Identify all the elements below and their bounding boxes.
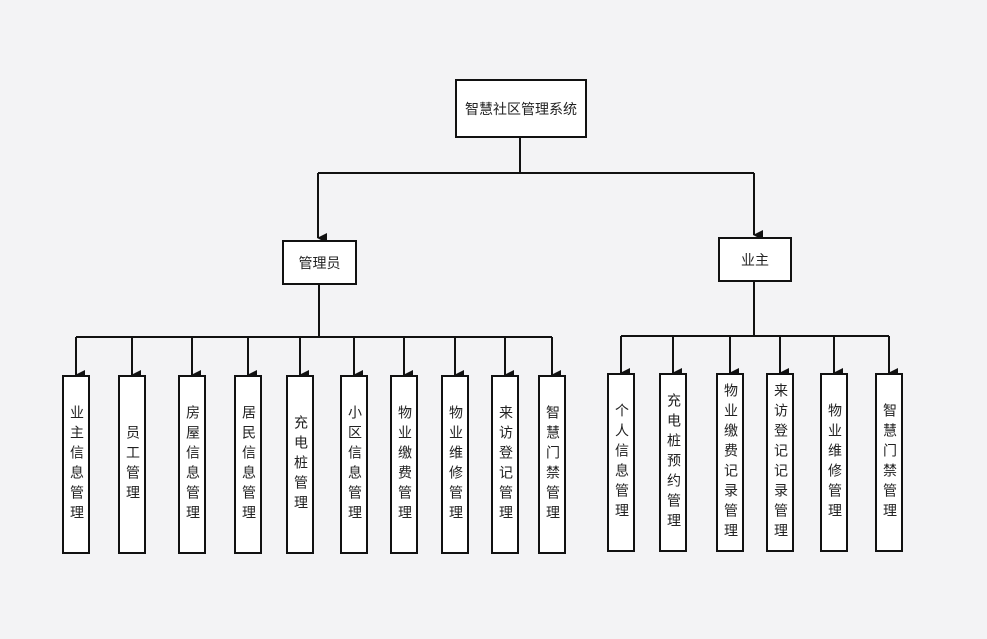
leaf-node: 智慧门禁管理	[538, 375, 566, 554]
leaf-label: 物业缴费管理	[396, 404, 412, 525]
leaf-label: 充电桩预约管理	[665, 392, 681, 533]
branch-node-admin: 管理员	[282, 240, 357, 285]
leaf-label: 物业缴费记录管理	[722, 382, 738, 543]
leaf-node: 个人信息管理	[607, 373, 635, 552]
leaf-label: 居民信息管理	[240, 404, 256, 525]
leaf-label: 个人信息管理	[613, 402, 629, 523]
leaf-label: 充电桩管理	[292, 414, 308, 515]
leaf-node: 来访登记管理	[491, 375, 519, 554]
branch-label: 业主	[741, 252, 769, 269]
leaf-node: 居民信息管理	[234, 375, 262, 554]
leaf-node: 小区信息管理	[340, 375, 368, 554]
leaf-node: 物业维修管理	[820, 373, 848, 552]
leaf-node: 物业缴费记录管理	[716, 373, 744, 552]
branch-label: 管理员	[298, 255, 341, 272]
leaf-label: 物业维修管理	[447, 404, 463, 525]
leaf-node: 来访登记记录管理	[766, 373, 794, 552]
leaf-label: 来访登记记录管理	[772, 382, 788, 543]
leaf-node: 物业缴费管理	[390, 375, 418, 554]
leaf-label: 物业维修管理	[826, 402, 842, 523]
leaf-node: 充电桩管理	[286, 375, 314, 554]
leaf-node: 物业维修管理	[441, 375, 469, 554]
leaf-label: 房屋信息管理	[184, 404, 200, 525]
leaf-label: 智慧门禁管理	[544, 404, 560, 525]
leaf-label: 业主信息管理	[68, 404, 84, 525]
leaf-label: 小区信息管理	[346, 404, 362, 525]
leaf-node: 员工管理	[118, 375, 146, 554]
leaf-label: 来访登记管理	[497, 404, 513, 525]
root-label: 智慧社区管理系统	[465, 101, 577, 118]
leaf-node: 房屋信息管理	[178, 375, 206, 554]
branch-node-owner: 业主	[718, 237, 792, 282]
leaf-node: 智慧门禁管理	[875, 373, 903, 552]
leaf-node: 充电桩预约管理	[659, 373, 687, 552]
leaf-label: 智慧门禁管理	[881, 402, 897, 523]
leaf-node: 业主信息管理	[62, 375, 90, 554]
leaf-label: 员工管理	[124, 424, 140, 505]
root-node: 智慧社区管理系统	[455, 79, 587, 138]
